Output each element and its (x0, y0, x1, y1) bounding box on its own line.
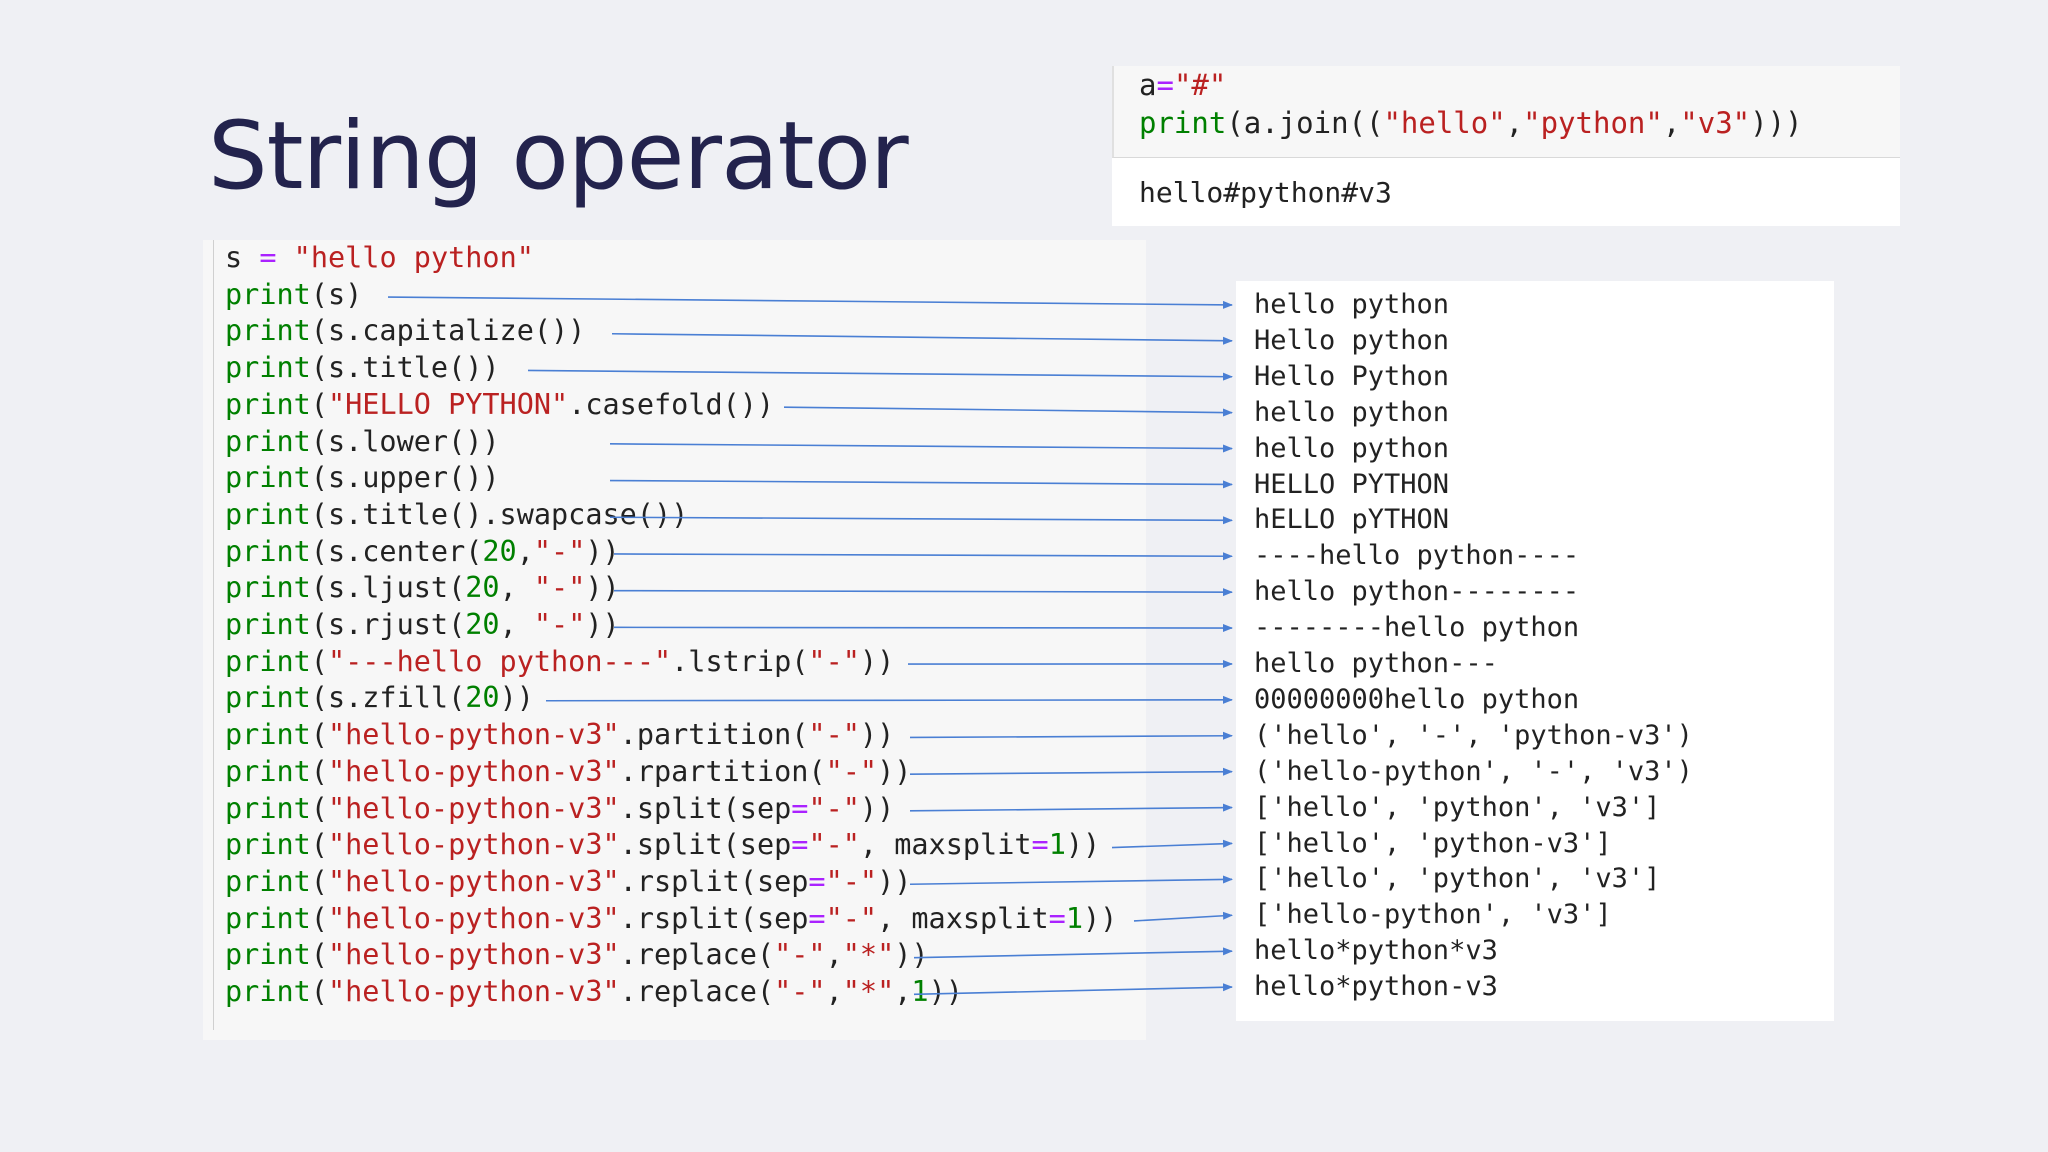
connector-arrow (545, 695, 1233, 704)
connector-arrow (527, 369, 1233, 381)
code-line: print("hello-python-v3".rpartition("-")) (225, 754, 912, 788)
join-example-panel: a="#" print(a.join(("hello","python","v3… (1112, 66, 1900, 226)
code-line: print("hello-python-v3".split(sep="-")) (225, 791, 895, 825)
code-line: print("hello-python-v3".rsplit(sep="-")) (225, 864, 912, 898)
connector-arrow (387, 296, 1233, 309)
output-line: ('hello', '-', 'python-v3') (1254, 719, 1693, 751)
join-code-line-2: print(a.join(("hello","python","v3"))) (1139, 106, 1803, 140)
output-line: hELLO pYTHON (1254, 504, 1450, 536)
output-line: hello python (1254, 289, 1450, 320)
output-line: --------hello python (1254, 612, 1580, 644)
code-line: print("hello-python-v3".split(sep="-", m… (225, 828, 1101, 862)
output-line: hello python (1254, 432, 1450, 464)
code-line: print("HELLO PYTHON".casefold()) (225, 387, 775, 421)
code-line: print(s) (225, 277, 363, 311)
connector-arrow (913, 983, 1233, 996)
code-line: print(s.lower()) (225, 424, 500, 458)
join-code-line-1: a="#" (1139, 68, 1227, 102)
output-line: hello python--- (1254, 648, 1498, 679)
output-line: 00000000hello python (1254, 683, 1580, 715)
connector-arrow (1133, 911, 1233, 922)
code-line: print("hello-python-v3".rsplit(sep="-", … (225, 901, 1118, 935)
code-line: print("---hello python---".lstrip("-")) (225, 644, 895, 678)
code-line: print(s.upper()) (225, 461, 500, 495)
code-cell: s = "hello python"print(s)print(s.capita… (203, 240, 1146, 1040)
output-line: ('hello-python', '-', 'v3') (1254, 755, 1693, 787)
code-line: print(s.rjust(20, "-")) (225, 608, 620, 641)
code-line: print(s.zfill(20)) (225, 681, 534, 715)
join-output: hello#python#v3 (1139, 176, 1392, 209)
output-line: Hello python (1254, 324, 1450, 356)
connector-arrow (613, 624, 1233, 633)
connector-arrow (609, 479, 1233, 489)
output-line: ['hello', 'python-v3'] (1254, 827, 1612, 859)
connector-arrow (1111, 839, 1233, 849)
connector-arrow (609, 516, 1233, 525)
connector-arrow (609, 443, 1233, 453)
connector-arrow (909, 803, 1233, 812)
output-line: hello*python*v3 (1254, 935, 1498, 967)
connector-arrow (613, 552, 1233, 561)
output-line: hello python-------- (1254, 576, 1580, 608)
code-line: print(s.ljust(20, "-")) (225, 571, 620, 605)
output-line: ----hello python---- (1254, 540, 1580, 572)
code-line: print(s.center(20,"-")) (225, 534, 620, 568)
connector-arrow (909, 731, 1233, 740)
code-line: print("hello-python-v3".replace("-","*",… (225, 975, 963, 1008)
connector-arrow (909, 767, 1233, 776)
connector-arrow (611, 332, 1233, 345)
code-line: print(s.title().swapcase()) (225, 497, 689, 531)
output-line: Hello Python (1254, 360, 1450, 392)
output-line: ['hello', 'python', 'v3'] (1254, 863, 1661, 895)
output-line: hello python (1254, 396, 1450, 428)
code-line: print("hello-python-v3".replace("-","*")… (225, 938, 929, 972)
code-line: print(s.title()) (225, 351, 500, 385)
code-line: print(s.capitalize()) (225, 314, 586, 348)
output-line: HELLO PYTHON (1254, 468, 1450, 500)
connector-arrow (613, 588, 1233, 597)
connector-arrow (913, 947, 1233, 959)
code-line: s = "hello python" (225, 241, 534, 274)
output-line: ['hello', 'python', 'v3'] (1254, 791, 1661, 823)
join-code-cell: a="#" print(a.join(("hello","python","v3… (1112, 66, 1900, 158)
connector-arrow (783, 406, 1233, 417)
code-line: print("hello-python-v3".partition("-")) (225, 718, 895, 752)
output-line: hello*python-v3 (1254, 971, 1498, 1003)
output-line: ['hello-python', 'v3'] (1254, 899, 1612, 931)
connector-arrow (909, 875, 1233, 886)
slide-title: String operator (208, 102, 909, 211)
